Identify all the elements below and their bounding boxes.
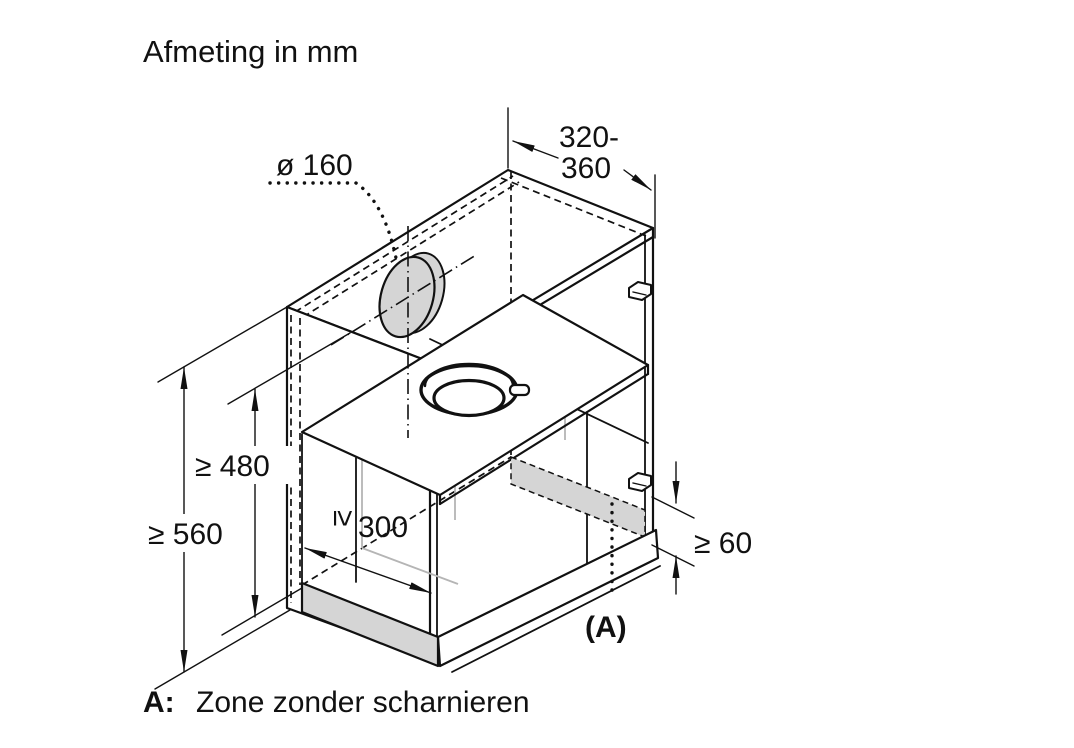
inner-depth-value: 300 [358,511,408,544]
dimension-annotations [142,107,695,690]
top-depth-label-line1: 320- [559,121,619,154]
cabinet-body [285,168,661,673]
hinge-zone-height-label: ≥ 60 [694,527,752,560]
inner-depth-symbol: ≥ [327,510,360,526]
diameter-leader-dots [268,181,398,260]
hinge-clip-top [628,281,652,301]
hinge-free-zone-band [510,455,646,539]
duct-ring [419,362,531,418]
dimension-inner-depth [304,547,432,594]
duct-hole-centerline-horizontal [330,254,477,346]
top-depth-label-line2: 360 [561,152,611,185]
hinge-clip-bottom [628,472,652,492]
duct-diameter-label: ø 160 [276,149,353,182]
legend-description: Zone zonder scharnieren [196,686,530,719]
zone-marker-label: (A) [585,611,627,644]
duct-hole [330,226,477,438]
dimension-inner-height [189,332,351,636]
plinth-shaded-face [300,581,440,668]
cabinet-plinth [300,528,661,673]
dimension-top-depth [507,107,656,239]
dimension-total-height [142,306,291,690]
total-height-label: ≥ 560 [148,518,223,551]
legend-key: A: [143,686,175,719]
dimension-hinge-zone [651,461,695,595]
diagram-title: Afmeting in mm [143,34,358,69]
duct-ring-tab [508,383,531,397]
inner-height-label: ≥ 480 [195,450,270,483]
